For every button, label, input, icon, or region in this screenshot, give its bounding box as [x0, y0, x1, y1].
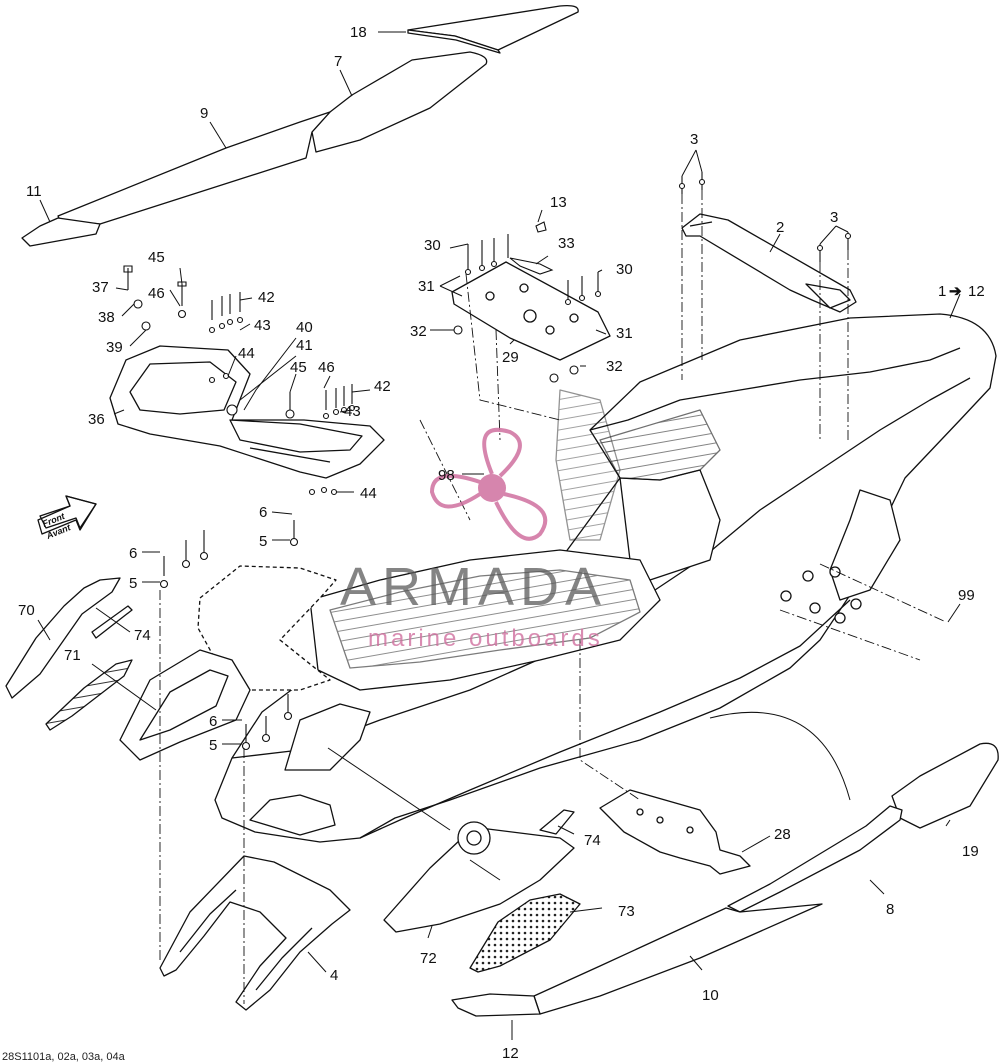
callout-10: 10	[702, 987, 719, 1004]
callout-28: 28	[774, 826, 791, 843]
bumper-part-70	[5, 577, 121, 699]
callout-33: 33	[558, 235, 575, 252]
front-arrow-badge	[37, 495, 97, 535]
callout-44a: 44	[238, 345, 255, 362]
mat-part-12	[451, 993, 541, 1017]
watermark-tagline: marine outboards	[368, 625, 603, 652]
callout-12: 12	[502, 1045, 519, 1062]
callout-5b: 5	[129, 575, 137, 592]
callout-42a: 42	[258, 289, 275, 306]
strip-part-74a	[91, 605, 133, 639]
callout-43b: 43	[344, 403, 361, 420]
callout-1-arrow-icon: ➔	[949, 283, 962, 300]
callout-1-target: 12	[968, 283, 985, 300]
drawing-code: 28S1101a, 02a, 03a, 04a	[2, 1051, 126, 1063]
vent-part-73	[469, 893, 581, 973]
plate-part-29	[451, 261, 611, 361]
callout-36: 36	[88, 411, 105, 428]
mat-part-11	[21, 217, 101, 247]
callout-46a: 46	[148, 285, 165, 302]
callout-46b: 46	[318, 359, 335, 376]
callout-6c: 6	[209, 713, 217, 730]
seat-module-36	[109, 345, 385, 479]
callout-13: 13	[550, 194, 567, 211]
bracket-part-28	[599, 789, 751, 875]
callout-31b: 31	[616, 325, 633, 342]
callout-30a: 30	[424, 237, 441, 254]
mat-part-8	[727, 805, 903, 913]
callout-9: 9	[200, 105, 208, 122]
callout-11: 11	[26, 183, 42, 200]
mat-part-10	[533, 903, 823, 1015]
vent-part-71	[45, 659, 133, 731]
callout-8: 8	[886, 901, 894, 918]
callout-1: 1	[938, 283, 946, 300]
callout-3a: 3	[690, 131, 698, 148]
callout-99: 99	[958, 587, 975, 604]
callout-5a: 5	[259, 533, 267, 550]
callout-74b: 74	[584, 832, 601, 849]
vent-part-72	[383, 821, 575, 933]
callout-45b: 45	[290, 359, 307, 376]
mat-part-7	[311, 51, 488, 153]
mat-part-9	[57, 111, 331, 225]
callout-70: 70	[18, 602, 35, 619]
callout-19: 19	[962, 843, 979, 860]
mat-part-19	[891, 742, 999, 829]
callout-32a: 32	[410, 323, 427, 340]
mat-part-18	[407, 4, 579, 54]
callout-6a: 6	[259, 504, 267, 521]
callout-38: 38	[98, 309, 115, 326]
propeller-logo-icon	[429, 427, 548, 541]
callout-6b: 6	[129, 545, 137, 562]
callout-45a: 45	[148, 249, 165, 266]
callout-29: 29	[502, 349, 519, 366]
callout-3b: 3	[830, 209, 838, 226]
callout-numbers: 18 7 9 11 3 2 3 1 ➔ 12 13 30 33 30 31 31…	[18, 24, 985, 1062]
callout-5c: 5	[209, 737, 217, 754]
hull-body	[214, 313, 997, 843]
callout-43a: 43	[254, 317, 271, 334]
callout-7: 7	[334, 53, 342, 70]
callout-41: 41	[296, 337, 313, 354]
strip-part-74b	[539, 809, 575, 835]
callout-31a: 31	[418, 278, 435, 295]
callout-42b: 42	[374, 378, 391, 395]
fasteners	[123, 172, 852, 751]
callout-73: 73	[618, 903, 635, 920]
bridge-part-2	[681, 213, 857, 313]
callout-98: 98	[438, 467, 455, 484]
callout-74a: 74	[134, 627, 151, 644]
callout-30b: 30	[616, 261, 633, 278]
support-part-4	[159, 855, 351, 1011]
callout-37: 37	[92, 279, 109, 296]
callout-2: 2	[776, 219, 784, 236]
front-deck-assembly	[119, 565, 337, 761]
callout-71: 71	[64, 647, 81, 664]
callout-18: 18	[350, 24, 367, 41]
brand-watermark: ARMADA marine outboards	[340, 427, 607, 652]
assembly-guide-lines	[159, 190, 947, 1004]
callout-4: 4	[330, 967, 338, 984]
callout-72: 72	[420, 950, 437, 967]
callout-40: 40	[296, 319, 313, 336]
callout-44b: 44	[360, 485, 377, 502]
callout-32b: 32	[606, 358, 623, 375]
callout-39: 39	[106, 339, 123, 356]
watermark-brand: ARMADA	[340, 557, 607, 617]
leader-lines	[37, 31, 961, 1040]
